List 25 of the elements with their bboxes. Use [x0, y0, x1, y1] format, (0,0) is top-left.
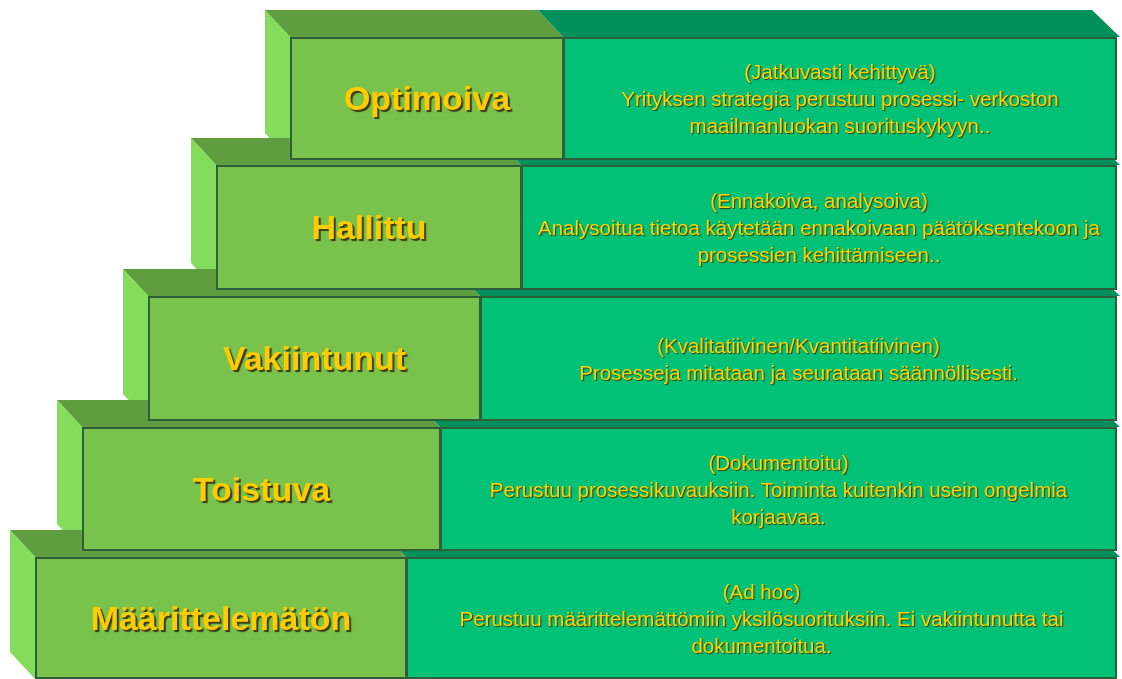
description-box [440, 427, 1117, 551]
level-box [82, 427, 441, 551]
level-name: Hallittu [311, 208, 427, 247]
level-name: Optimoiva [343, 79, 511, 118]
level-description: Prosesseja mitataan ja seurataan säännöllisesti. [579, 359, 1018, 386]
level-description: Yrityksen strategia perustuu prosessi- verkoston maailmanluokan suorituskykyyn.. [620, 86, 1060, 139]
level-subtitle: (Ennakoiva, analysoiva) [710, 188, 928, 214]
level-description: Perustuu prosessikuvauksiin. Toiminta kuitenkin usein ongelmia korjaavaa. [488, 476, 1069, 530]
level-name: Määrittelemätön [90, 598, 352, 638]
description-box [521, 165, 1117, 290]
level-box [290, 37, 564, 160]
level-subtitle: (Ad hoc) [722, 578, 801, 605]
level-box [216, 165, 522, 290]
level-subtitle: (Jatkuvasti kehittyvä) [744, 59, 936, 85]
level-box [148, 296, 481, 421]
level-subtitle: (Kvalitatiivinen/Kvantitatiivinen) [657, 332, 940, 359]
level-description: Perustuu määrittelemättömiin yksilösuorituksiin. Ei vakiintunutta tai dokumentoitua. [458, 605, 1065, 659]
level-name: Vakiintunut [222, 339, 407, 378]
level-description: Analysoitua tietoa käytetään ennakoivaan päätöksentekoon ja prosessien kehittämiseen.. [537, 215, 1101, 268]
level-box [35, 557, 407, 679]
description-box [406, 557, 1117, 679]
description-box [480, 296, 1117, 421]
description-box [563, 37, 1117, 160]
level-subtitle: (Dokumentoitu) [708, 449, 849, 476]
level-name: Toistuva [192, 469, 331, 509]
